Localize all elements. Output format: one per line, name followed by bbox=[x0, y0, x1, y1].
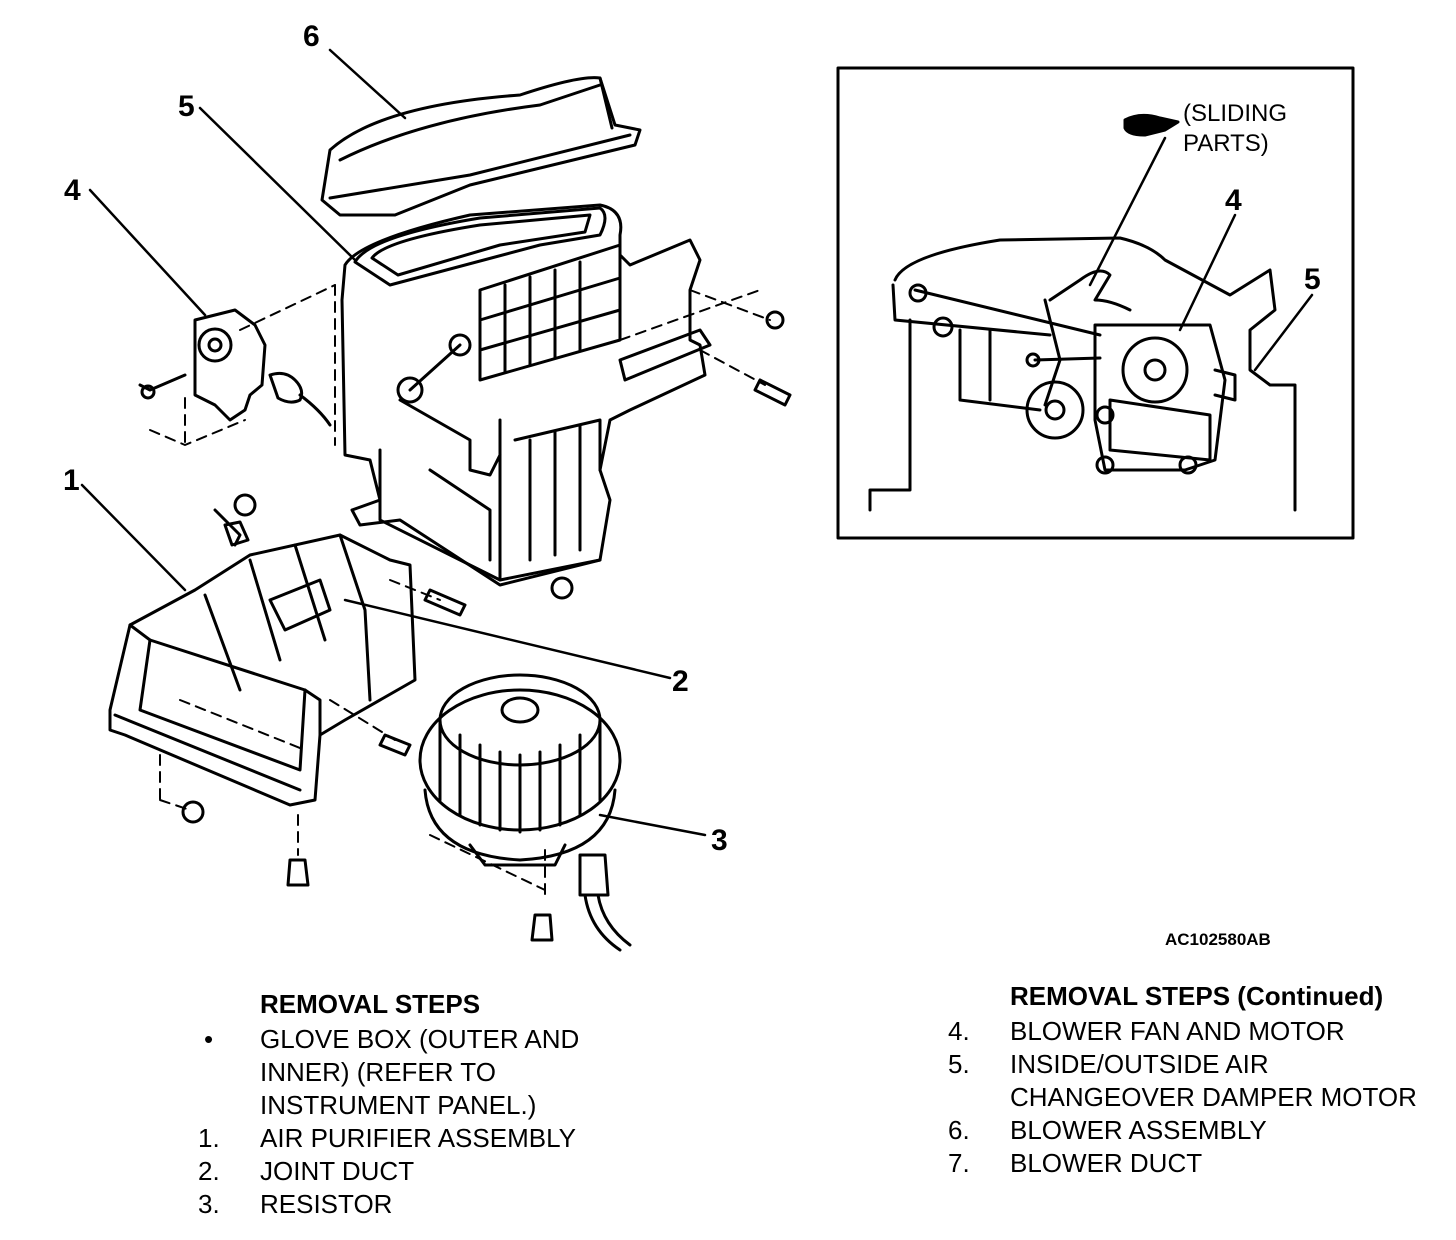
step-item: • GLOVE BOX (OUTER AND INNER) (REFER TO … bbox=[198, 1023, 579, 1122]
step-marker: • bbox=[204, 1024, 214, 1054]
blower-assembly-part bbox=[340, 203, 712, 587]
inset-detail bbox=[868, 113, 1314, 512]
damper-motor-part bbox=[138, 308, 332, 427]
removal-steps-continued-heading: REMOVAL STEPS (Continued) bbox=[1010, 981, 1384, 1011]
step-item: 1. AIR PURIFIER ASSEMBLY bbox=[198, 1122, 579, 1155]
air-purifier-part bbox=[108, 493, 417, 807]
step-item: 2. JOINT DUCT bbox=[198, 1155, 579, 1188]
removal-steps-heading: REMOVAL STEPS bbox=[260, 989, 481, 1019]
callout-4: 4 bbox=[64, 174, 81, 207]
callout-2: 2 bbox=[672, 665, 689, 698]
step-text: RESISTOR bbox=[260, 1189, 393, 1219]
step-marker: 1. bbox=[198, 1123, 220, 1153]
callout-5: 5 bbox=[178, 90, 195, 123]
removal-steps-right: REMOVAL STEPS (Continued) 4. BLOWER FAN … bbox=[948, 980, 1417, 1180]
blower-fan-motor-part bbox=[418, 673, 632, 952]
step-item: 6. BLOWER ASSEMBLY bbox=[948, 1114, 1417, 1147]
step-text: JOINT DUCT bbox=[260, 1156, 415, 1186]
exploded-view-diagram bbox=[80, 48, 1355, 952]
callout-3: 3 bbox=[711, 824, 728, 857]
inset-callout-5: 5 bbox=[1304, 263, 1321, 296]
step-item: 4. BLOWER FAN AND MOTOR bbox=[948, 1015, 1417, 1048]
step-item: 5. INSIDE/OUTSIDE AIR CHANGEOVER DAMPER … bbox=[948, 1048, 1417, 1114]
removal-steps-left: REMOVAL STEPS • GLOVE BOX (OUTER AND INN… bbox=[198, 988, 579, 1221]
fasteners bbox=[181, 310, 792, 942]
figure-code: AC102580AB bbox=[1165, 930, 1271, 949]
step-marker: 2. bbox=[198, 1156, 220, 1186]
step-item: 7. BLOWER DUCT bbox=[948, 1147, 1417, 1180]
step-text: GLOVE BOX (OUTER AND INNER) (REFER TO IN… bbox=[260, 1024, 580, 1120]
blower-duct-part bbox=[320, 76, 642, 217]
step-text: BLOWER FAN AND MOTOR bbox=[1010, 1016, 1345, 1046]
step-text: BLOWER ASSEMBLY bbox=[1010, 1115, 1267, 1145]
step-marker: 3. bbox=[198, 1189, 220, 1219]
step-text: INSIDE/OUTSIDE AIR CHANGEOVER DAMPER MOT… bbox=[1010, 1049, 1417, 1112]
step-item: 3. RESISTOR bbox=[198, 1188, 579, 1221]
step-marker: 7. bbox=[948, 1148, 970, 1178]
leader-lines bbox=[80, 48, 707, 837]
step-text: BLOWER DUCT bbox=[1010, 1148, 1203, 1178]
step-marker: 4. bbox=[948, 1016, 970, 1046]
inset-sliding-parts-label: (SLIDING PARTS) bbox=[1183, 100, 1288, 157]
step-marker: 5. bbox=[948, 1049, 970, 1079]
callout-1: 1 bbox=[63, 464, 80, 497]
step-marker: 6. bbox=[948, 1115, 970, 1145]
inset-callout-4: 4 bbox=[1225, 184, 1242, 217]
callout-6: 6 bbox=[303, 20, 320, 53]
step-text: AIR PURIFIER ASSEMBLY bbox=[260, 1123, 576, 1153]
inset-frame bbox=[836, 66, 1355, 540]
